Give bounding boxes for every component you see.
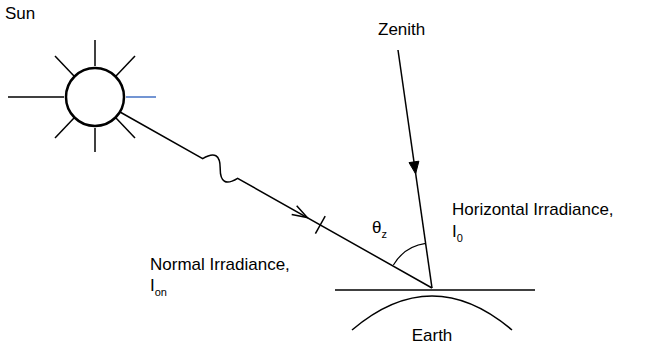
sun-ray [126, 96, 156, 98]
zenith-label: Zenith [378, 20, 425, 40]
sun-rays [8, 40, 156, 152]
sun-ray [116, 56, 135, 76]
earth-label: Earth [412, 326, 453, 346]
angle-subscript: z [381, 228, 387, 241]
sun-ray [94, 40, 96, 66]
sun-label: Sun [5, 4, 35, 24]
sun-disc [66, 68, 124, 126]
zenith-arrowhead [409, 161, 419, 174]
sun-ray-beam [120, 112, 432, 288]
horizontal-irradiance-label: Horizontal Irradiance, [452, 200, 614, 220]
sun-ray [8, 96, 64, 98]
normal-irradiance-label: Normal Irradiance, [150, 255, 290, 275]
horizontal-irradiance-symbol: I [452, 222, 457, 242]
normal-irradiance-subscript: on [155, 286, 167, 299]
zenith-line [398, 50, 432, 288]
beam-arrowhead [292, 206, 308, 218]
zenith-angle-arc [393, 243, 425, 265]
sun-ray [55, 118, 74, 138]
horizontal-irradiance-subscript: 0 [457, 232, 463, 245]
normal-irradiance-symbol: I [150, 276, 155, 296]
sun-ray [55, 56, 74, 76]
earth-surface [352, 296, 512, 330]
normal-plane-tick [315, 216, 325, 233]
sun-ray [94, 128, 96, 152]
sun-ray [116, 118, 135, 138]
angle-symbol: θ [372, 218, 381, 238]
horizontal-surface [335, 289, 535, 291]
